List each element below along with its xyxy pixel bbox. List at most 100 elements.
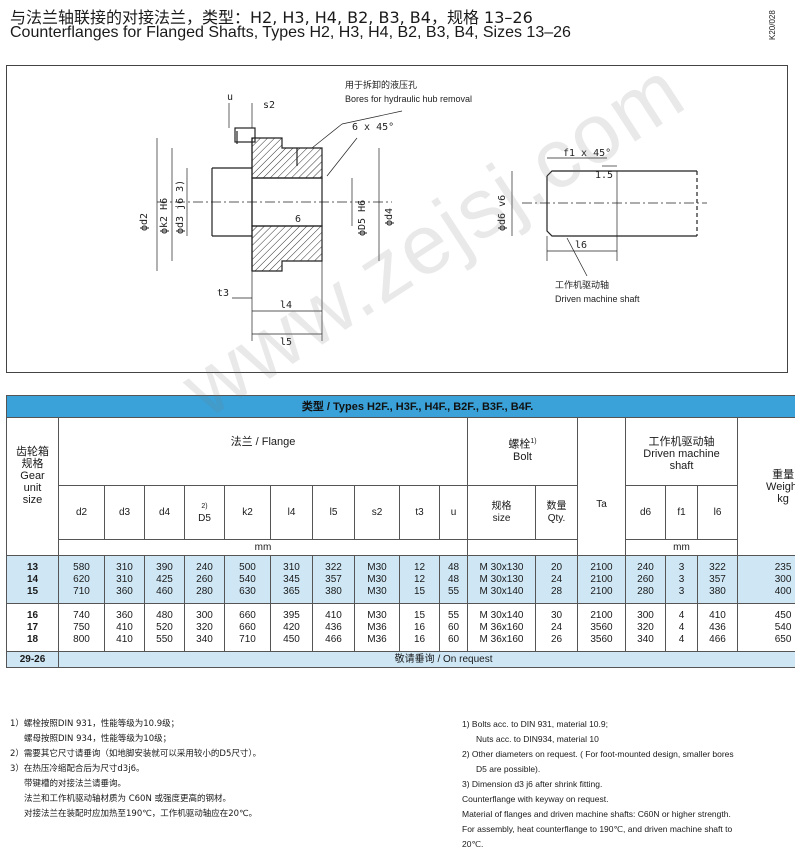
shaft-dimension-lines xyxy=(511,157,618,277)
note-en-5: Material of flanges and driven machine s… xyxy=(462,809,731,819)
document-code: K20/028 xyxy=(768,10,777,40)
col-ta: Ta xyxy=(577,417,626,556)
dim-radius-6: 6 xyxy=(295,214,301,225)
dim-d6: ϕd6 v6 xyxy=(497,195,508,231)
col-d2: d2 xyxy=(58,485,105,540)
note-cn-5: 法兰和工作机驱动轴材质为 C60N 或强度更高的钢材。 xyxy=(24,794,232,804)
bolt-header: 螺栓1)Bolt xyxy=(467,417,578,486)
note-cn-1b: 螺母按照DIN 934，性能等级为10级； xyxy=(24,734,172,744)
note-en-3: 3) Dimension d3 j6 after shrink fitting. xyxy=(462,779,603,789)
dim-f1: f1 x 45° xyxy=(563,148,611,159)
dimension-lines xyxy=(156,103,403,341)
note-en-1: 1) Bolts acc. to DIN 931, material 10.9; xyxy=(462,719,608,729)
note-en-2b: D5 are possible). xyxy=(476,764,541,774)
col-f1: f1 xyxy=(665,485,698,540)
driven-shaft-label-cn: 工作机驱动轴 xyxy=(555,279,609,291)
notes-english: 1) Bolts acc. to DIN 931, material 10.9;… xyxy=(462,717,792,852)
note-en-7: 20℃. xyxy=(462,839,484,849)
dim-d5: ϕD5 H6 xyxy=(357,200,368,236)
dim-d4: ϕd4 xyxy=(384,208,395,226)
col-t3: t3 xyxy=(399,485,440,540)
dim-u: u xyxy=(227,92,233,103)
unit-bolt-blank xyxy=(467,539,578,556)
dim-l5: l5 xyxy=(280,337,292,348)
hydraulic-bore-label-cn: 用于拆卸的液压孔 xyxy=(345,79,417,91)
dim-l4: l4 xyxy=(280,300,292,311)
note-cn-6: 对接法兰在装配时应加热至190℃，工作机驱动轴应在20℃。 xyxy=(24,809,258,819)
title-english: Counterflanges for Flanged Shafts, Types… xyxy=(10,24,571,41)
flange-outline xyxy=(211,127,323,272)
note-cn-2: 2）需要其它尺寸请垂询（如地脚安装就可以采用较小的D5尺寸）。 xyxy=(10,749,262,759)
types-header: 类型 / Types H2F., H3F., H4F., B2F., B3F.,… xyxy=(5,395,795,418)
note-cn-4: 带键槽的对接法兰请垂询。 xyxy=(24,779,127,789)
technical-drawing: 用于拆卸的液压孔 Bores for hydraulic hub removal… xyxy=(6,65,788,373)
title-chinese: 与法兰轴联接的对接法兰，类型：H2, H3, H4, B2, B3, B4，规格… xyxy=(10,8,533,27)
dim-radius-15: 1.5 xyxy=(595,170,613,181)
cell-size-request: 29-26 xyxy=(6,651,59,668)
drawing-svg: 用于拆卸的液压孔 Bores for hydraulic hub removal… xyxy=(139,79,707,348)
dim-t3: t3 xyxy=(217,288,229,299)
flange-header: 法兰 / Flange xyxy=(58,417,468,486)
note-en-1b: Nuts acc. to DIN934, material 10 xyxy=(476,734,599,744)
notes-chinese: 1）螺栓按照DIN 931，性能等级为10.9级； 螺母按照DIN 934，性能… xyxy=(10,717,430,822)
col-d4: d4 xyxy=(144,485,185,540)
note-cn-1: 1）螺栓按照DIN 931，性能等级为10.9级； xyxy=(10,719,180,729)
col-k2: k2 xyxy=(224,485,271,540)
cell-on-request: 敬请垂询 / On request xyxy=(57,651,795,668)
dim-s2: s2 xyxy=(263,100,275,111)
col-d5: 2)D5 xyxy=(184,485,225,540)
unit-shaft: mm xyxy=(625,539,738,556)
note-cn-3: 3）在热压冷缩配合后为尺寸d3j6。 xyxy=(10,764,145,774)
col-u: u xyxy=(439,485,468,540)
col-s2: s2 xyxy=(354,485,400,540)
dim-d2: ϕd2 xyxy=(139,213,150,231)
note-en-6: For assembly, heat counterflange to 190℃… xyxy=(462,824,733,834)
table-row-on-request: 29-26 敬请垂询 / On request xyxy=(6,651,795,668)
dim-d3: ϕd3 j6 3) xyxy=(175,180,186,234)
unit-flange: mm xyxy=(58,539,468,556)
note-en-2: 2) Other diameters on request. ( For foo… xyxy=(462,749,734,759)
dim-k2: ϕk2 H6 xyxy=(159,198,170,234)
note-en-4: Counterflange with keyway on request. xyxy=(462,794,609,804)
col-d3: d3 xyxy=(104,485,145,540)
dimensions-table: 类型 / Types H2F., H3F., H4F., B2F., B3F.,… xyxy=(5,395,795,668)
dim-l6: l6 xyxy=(575,240,587,251)
